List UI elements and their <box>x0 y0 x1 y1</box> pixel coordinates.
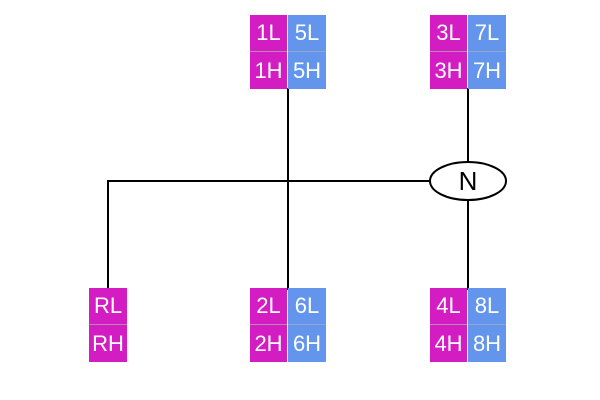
gear-tile-divider <box>288 51 326 52</box>
gear-5l-tile: 5L <box>288 15 326 51</box>
gear-1h-tile: 1H <box>250 52 287 89</box>
gear-rh-tile: RH <box>89 325 127 362</box>
gear-4h-tile: 4H <box>430 325 467 362</box>
gear-tile-divider <box>430 324 467 325</box>
gear-7h-tile: 7H <box>468 52 506 89</box>
gear-tile-divider <box>288 324 326 325</box>
gear-tile-divider <box>250 324 287 325</box>
gear-3h-tile: 3H <box>430 52 467 89</box>
gear-tile-divider <box>250 51 287 52</box>
gear-2l-tile: 2L <box>250 288 287 324</box>
gear-3l-tile: 3L <box>430 15 467 51</box>
gear-8h-tile: 8H <box>468 325 506 362</box>
gear-tile-divider <box>430 51 467 52</box>
gear-1l-tile: 1L <box>250 15 287 51</box>
gear-7l-tile: 7L <box>468 15 506 51</box>
gear-tile-divider <box>468 324 506 325</box>
gear-6h-tile: 6H <box>288 325 326 362</box>
gear-tile-divider <box>468 51 506 52</box>
gear-4l-tile: 4L <box>430 288 467 324</box>
gear-6l-tile: 6L <box>288 288 326 324</box>
gear-8l-tile: 8L <box>468 288 506 324</box>
gear-5h-tile: 5H <box>288 52 326 89</box>
neutral-ellipse <box>429 161 507 201</box>
gear-2h-tile: 2H <box>250 325 287 362</box>
neutral-label: N <box>458 165 478 196</box>
gear-rl-tile: RL <box>89 288 127 324</box>
gear-tile-divider <box>89 324 127 325</box>
